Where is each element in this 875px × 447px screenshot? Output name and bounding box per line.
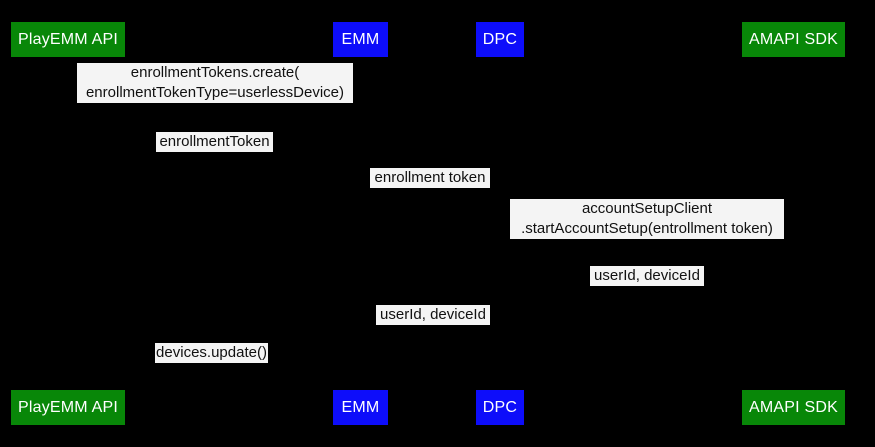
message-line: enrollmentToken [159, 133, 270, 150]
message-start-account-setup: accountSetupClient .startAccountSetup(en… [510, 199, 784, 239]
actor-bottom-amapi-sdk: AMAPI SDK [742, 390, 845, 425]
message-line: accountSetupClient [581, 200, 713, 217]
actor-top-emm: EMM [333, 22, 388, 57]
message-line: enrollment token [374, 169, 486, 186]
actor-top-playemm-api: PlayEMM API [11, 22, 125, 57]
message-userid-deviceid-from-sdk: userId, deviceId [590, 266, 704, 286]
message-line: enrollmentTokenType=userlessDevice) [85, 84, 345, 101]
message-enrollment-tokens-create: enrollmentTokens.create( enrollmentToken… [77, 63, 353, 103]
actor-bottom-emm: EMM [333, 390, 388, 425]
actor-top-amapi-sdk: AMAPI SDK [742, 22, 845, 57]
message-line: enrollmentTokens.create( [130, 64, 300, 81]
actor-bottom-dpc: DPC [476, 390, 524, 425]
message-line: userId, deviceId [380, 306, 486, 323]
message-enrollment-token-response: enrollmentToken [156, 132, 273, 152]
message-line: userId, deviceId [594, 267, 700, 284]
actor-bottom-playemm-api: PlayEMM API [11, 390, 125, 425]
message-devices-update: devices.update() [155, 343, 268, 363]
message-userid-deviceid-to-emm: userId, deviceId [376, 305, 490, 325]
message-enrollment-token-to-dpc: enrollment token [370, 168, 490, 188]
message-line: devices.update() [156, 344, 267, 361]
message-line: .startAccountSetup(entrollment token) [521, 220, 773, 237]
actor-top-dpc: DPC [476, 22, 524, 57]
